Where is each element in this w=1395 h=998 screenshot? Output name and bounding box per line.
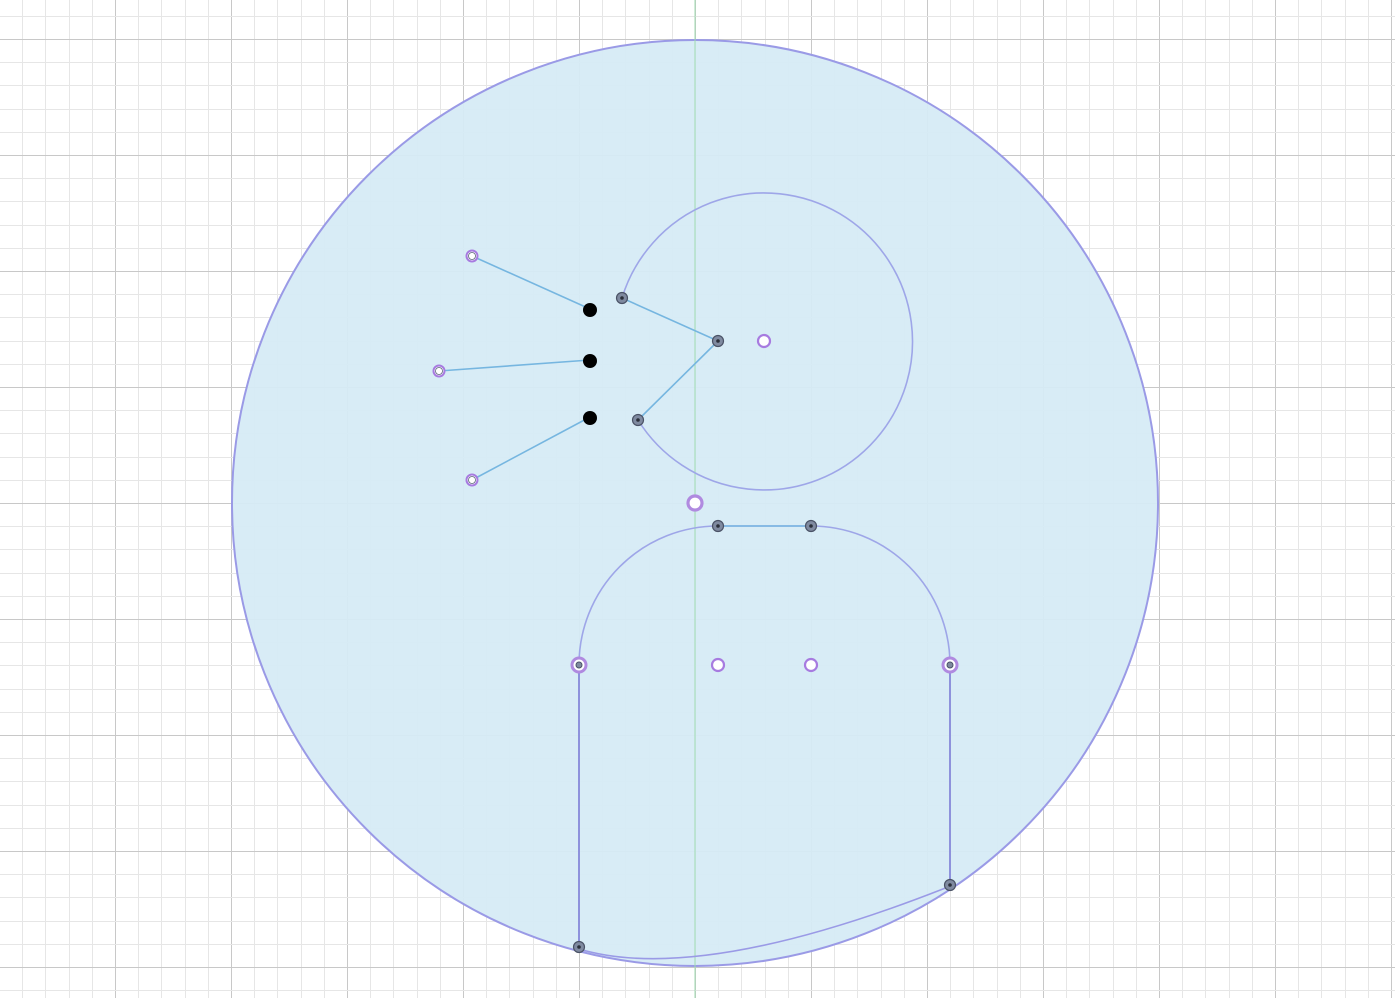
- leader-line-bottom[interactable]: [471, 416, 591, 481]
- endpoint-icon[interactable]: [615, 291, 629, 305]
- endpoint-icon[interactable]: [631, 413, 645, 427]
- endpoint-icon[interactable]: [711, 334, 725, 348]
- center-point-icon[interactable]: [941, 656, 959, 674]
- open-point-icon[interactable]: [432, 364, 446, 378]
- leader-line-top[interactable]: [471, 255, 591, 310]
- center-point-icon[interactable]: [803, 657, 819, 673]
- center-point-icon[interactable]: [710, 657, 726, 673]
- fixed-point-icon[interactable]: [583, 303, 597, 317]
- endpoint-icon[interactable]: [711, 519, 725, 533]
- endpoint-icon[interactable]: [572, 940, 586, 954]
- fixed-point-icon[interactable]: [583, 354, 597, 368]
- construction-line-lower[interactable]: [637, 340, 719, 421]
- fixed-point-icon[interactable]: [583, 411, 597, 425]
- leader-line-middle[interactable]: [438, 359, 591, 372]
- open-point-icon[interactable]: [465, 473, 479, 487]
- profile-bottom-arc[interactable]: [578, 886, 949, 960]
- construction-line-upper[interactable]: [621, 297, 719, 342]
- head-arc[interactable]: [621, 192, 914, 491]
- center-point-icon[interactable]: [570, 656, 588, 674]
- open-point-icon[interactable]: [465, 249, 479, 263]
- center-point-icon[interactable]: [756, 333, 772, 349]
- endpoint-icon[interactable]: [943, 878, 957, 892]
- endpoint-icon[interactable]: [804, 519, 818, 533]
- center-point-icon[interactable]: [686, 494, 704, 512]
